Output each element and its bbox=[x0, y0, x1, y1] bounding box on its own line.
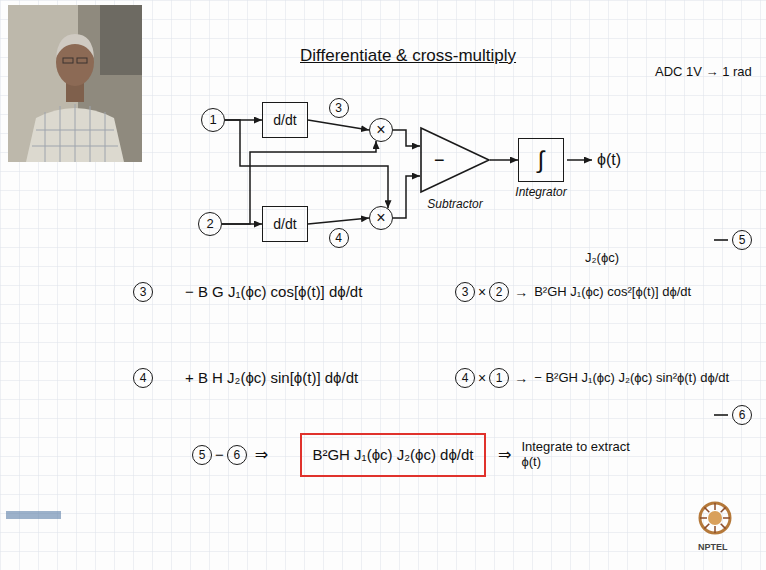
node-text: × bbox=[376, 121, 385, 139]
arrow-symbol: ⇒ bbox=[255, 446, 268, 464]
node-text: B²GH J₁(ϕc) J₂(ϕc) dϕ/dt bbox=[312, 446, 473, 463]
logo-core bbox=[708, 511, 722, 525]
operator-symbol: − bbox=[215, 446, 224, 463]
equation-tag-dash bbox=[714, 239, 728, 241]
signal-wire bbox=[222, 141, 376, 224]
signal-callout: 3 bbox=[329, 98, 349, 118]
operator-symbol: × bbox=[478, 370, 486, 386]
equation-text: B²GH J₁(ϕc) cos²[ϕ(t)] dϕ/dt bbox=[534, 285, 691, 300]
equation-text: − B²GH J₁(ϕc) J₂(ϕc) sin²ϕ(t) dϕ/dt bbox=[534, 371, 729, 386]
logo-ring bbox=[700, 503, 730, 533]
node-text: − bbox=[434, 150, 445, 171]
equation-number: 1 bbox=[489, 368, 509, 388]
signal-wire bbox=[308, 120, 369, 130]
integrator-box: ∫Integrator bbox=[518, 138, 564, 182]
person-hair bbox=[56, 34, 94, 58]
multiplier-circle: × bbox=[369, 206, 393, 230]
equation-number: 6 bbox=[732, 405, 752, 425]
shirt-checks bbox=[32, 104, 118, 162]
subtractor-triangle: −Subtractor bbox=[420, 127, 490, 193]
equation-insert: J₂(ϕc) bbox=[585, 251, 619, 266]
output-arrow bbox=[567, 159, 592, 161]
signal-wire bbox=[393, 176, 420, 218]
equation-number: 6 bbox=[227, 445, 247, 465]
operator-symbol: × bbox=[478, 284, 486, 300]
slide-toolbar bbox=[6, 511, 61, 519]
signal-wire bbox=[490, 159, 518, 161]
person-glasses bbox=[77, 58, 87, 63]
slide-title: Differentiate & cross-multiply bbox=[300, 46, 516, 66]
equation-number: 5 bbox=[732, 230, 752, 250]
logo-text: NPTEL bbox=[698, 542, 728, 552]
input-circle: 2 bbox=[198, 212, 222, 236]
note-text: Integrate to extract ϕ(t) bbox=[521, 440, 633, 470]
equation-number: 3 bbox=[455, 282, 475, 302]
signal-wire bbox=[308, 218, 369, 224]
logo-spokes bbox=[700, 503, 730, 533]
node-caption: Subtractor bbox=[427, 198, 482, 212]
node-caption: Integrator bbox=[515, 186, 566, 200]
node-text: 1 bbox=[209, 113, 216, 128]
nptel-logo bbox=[700, 503, 730, 533]
note-text: ADC 1V → 1 rad bbox=[655, 65, 752, 80]
webcam-frame bbox=[8, 5, 142, 162]
arrow-symbol: → bbox=[514, 284, 528, 300]
triangle-outline bbox=[421, 128, 489, 192]
webcam-shadow bbox=[100, 5, 142, 75]
differentiator-box: d/dt bbox=[262, 102, 308, 138]
signal-wire bbox=[393, 130, 420, 146]
node-text: × bbox=[376, 209, 385, 227]
equation-number: 4 bbox=[133, 368, 153, 388]
input-circle: 1 bbox=[201, 108, 225, 132]
equation-text: + B H J₂(ϕc) sin[ϕ(t)] dϕ/dt bbox=[185, 369, 358, 386]
multiplier-circle: × bbox=[369, 118, 393, 142]
arrow-symbol: ⇒ bbox=[498, 446, 511, 464]
triangle-outline bbox=[420, 127, 490, 193]
equation-number: 5 bbox=[192, 445, 212, 465]
arrow-symbol: → bbox=[514, 370, 528, 386]
equation-number: 2 bbox=[489, 282, 509, 302]
node-text: d/dt bbox=[273, 216, 296, 232]
output-signal: ϕ(t) bbox=[597, 151, 621, 169]
person-glasses bbox=[63, 58, 73, 63]
equation-tag-dash bbox=[714, 414, 728, 416]
equation-number: 3 bbox=[133, 282, 153, 302]
node-text: ∫ bbox=[538, 146, 545, 174]
result-box: B²GH J₁(ϕc) J₂(ϕc) dϕ/dt bbox=[300, 433, 486, 477]
node-text: 2 bbox=[206, 217, 213, 232]
node-text: d/dt bbox=[273, 112, 296, 128]
webcam-feed bbox=[8, 5, 142, 162]
equation-text: − B G J₁(ϕc) cos[ϕ(t)] dϕ/dt bbox=[185, 283, 362, 300]
equation-number: 4 bbox=[455, 368, 475, 388]
signal-callout: 4 bbox=[329, 228, 349, 248]
differentiator-box: d/dt bbox=[262, 206, 308, 242]
